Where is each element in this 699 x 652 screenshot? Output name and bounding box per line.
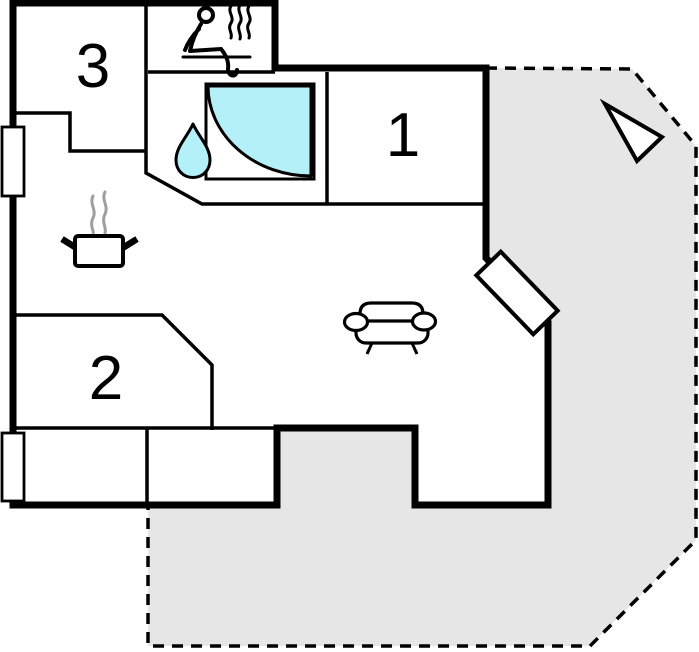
sauna-person-body — [183, 22, 239, 78]
sauna-steam-icon — [228, 3, 252, 41]
interior-walls — [13, 3, 486, 505]
room-1-label: 1 — [386, 101, 420, 170]
water-drop-icon — [174, 122, 212, 179]
steam-icon — [90, 190, 108, 238]
sauna-icon — [181, 3, 252, 78]
window-icon — [0, 431, 26, 503]
kitchen-icons — [60, 190, 139, 268]
sofa-armrest-left — [342, 311, 370, 333]
north-arrow-icon — [599, 98, 666, 165]
room-2-label: 2 — [89, 344, 123, 413]
sofa-armrest-right — [410, 311, 438, 332]
door-icon — [473, 248, 561, 338]
window-icon — [0, 125, 26, 198]
room-3-label: 3 — [76, 32, 110, 101]
shower-icon — [204, 82, 316, 181]
cooking-pot-icon — [60, 234, 139, 268]
shower-quarter-circle — [206, 84, 313, 178]
sofa-icon — [342, 301, 438, 355]
sofa-legs — [365, 342, 419, 355]
sauna-person-head — [197, 6, 215, 24]
pot-body — [73, 234, 125, 268]
